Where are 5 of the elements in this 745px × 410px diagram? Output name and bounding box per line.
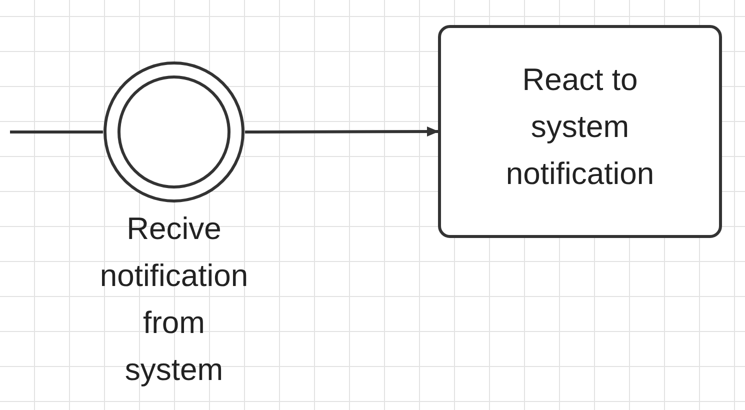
arrow xyxy=(245,126,439,137)
task-label: React to system notification xyxy=(504,61,656,193)
task-box xyxy=(438,25,722,238)
event-label: Recive notification from system xyxy=(98,210,250,389)
connector-line xyxy=(10,130,103,134)
